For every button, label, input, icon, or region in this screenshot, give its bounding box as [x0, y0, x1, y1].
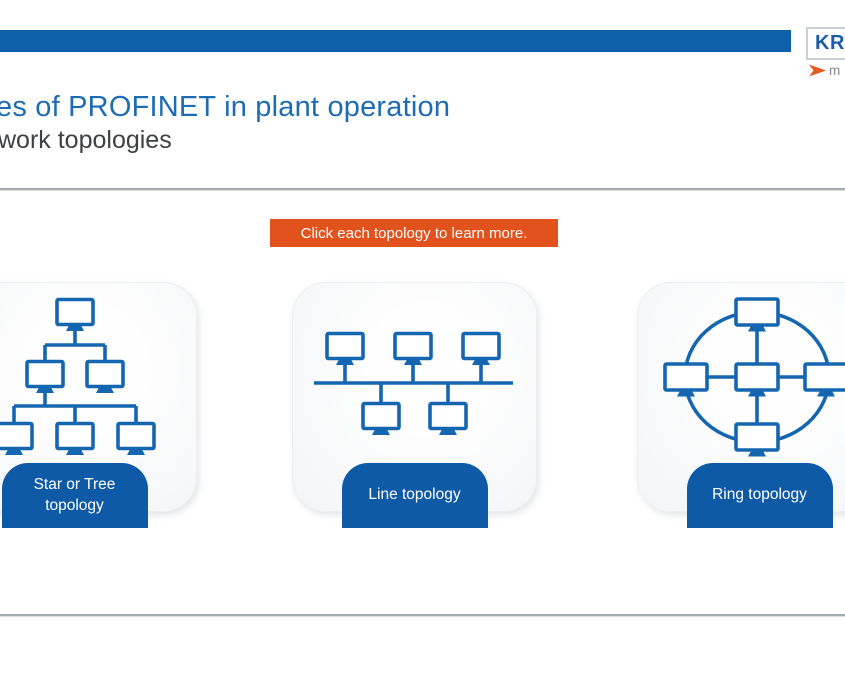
logo-text: KR	[815, 32, 845, 54]
logo: KR	[806, 27, 845, 60]
ring-topology-diagram	[663, 297, 845, 459]
monitor-icon	[361, 401, 401, 437]
krohne-arrow-icon	[809, 64, 826, 77]
bottom-divider	[0, 614, 845, 616]
monitor-icon	[55, 421, 95, 457]
page-title: es of PROFINET in plant operation	[0, 91, 451, 123]
monitor-icon	[325, 331, 365, 367]
line-topology-label[interactable]: Line topology	[341, 463, 488, 528]
monitor-icon	[461, 331, 501, 367]
top-divider	[0, 188, 845, 190]
instruction-banner: Click each topology to learn more.	[270, 219, 558, 247]
monitor-icon	[663, 362, 709, 399]
monitor-icon	[428, 401, 468, 437]
line-topology-diagram	[314, 331, 513, 437]
monitor-icon	[85, 359, 125, 395]
ring-topology-label[interactable]: Ring topology	[686, 463, 833, 528]
card-ring-topology[interactable]: Ring topology	[637, 282, 845, 528]
monitor-icon	[116, 421, 156, 457]
tagline-text: m	[829, 63, 841, 78]
star-tree-topology-diagram	[0, 297, 156, 457]
monitor-icon	[734, 362, 780, 399]
header-bar	[0, 30, 791, 52]
card-star-tree-topology[interactable]: Star or Tree topology	[0, 282, 197, 528]
logo-tagline: m	[809, 63, 840, 78]
monitor-icon	[25, 359, 65, 395]
page-subtitle: work topologies	[0, 126, 172, 154]
monitor-icon	[734, 297, 780, 334]
card-line-topology[interactable]: Line topology	[292, 282, 537, 528]
monitor-icon	[393, 331, 433, 367]
monitor-icon	[0, 421, 34, 457]
monitor-icon	[803, 362, 845, 399]
monitor-icon	[55, 297, 95, 333]
monitor-icon	[734, 422, 780, 459]
star-tree-topology-label[interactable]: Star or Tree topology	[1, 463, 148, 528]
